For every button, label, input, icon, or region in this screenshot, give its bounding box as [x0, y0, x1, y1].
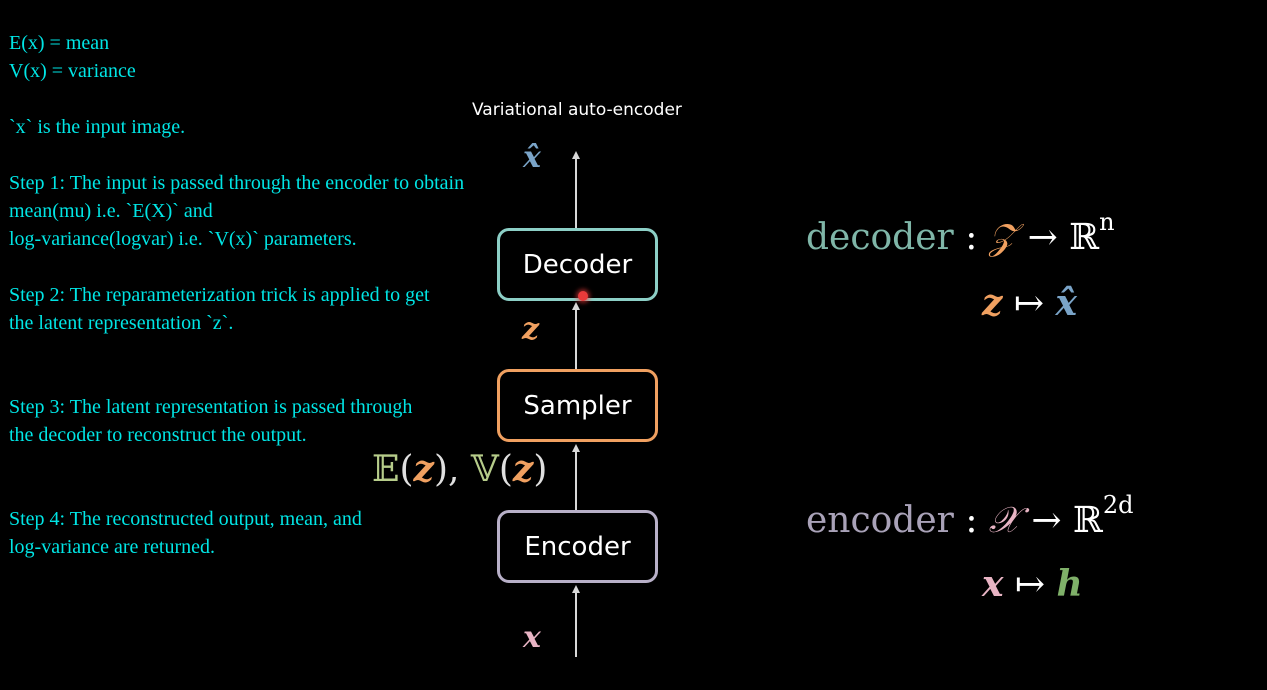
note-step1-line1: Step 1: The input is passed through the …: [9, 172, 465, 194]
stats-z: z: [413, 448, 434, 490]
arrowhead-encoder-to-sampler: [572, 444, 580, 452]
output-symbol: x̂: [523, 140, 541, 175]
note-step1-line2: mean(mu) i.e. `E(X)` and: [9, 200, 213, 222]
note-step2-line1: Step 2: The reparameterization trick is …: [9, 284, 430, 306]
arrowhead-decoder-to-output: [572, 151, 580, 159]
decoder-eq-exponent: n: [1099, 208, 1115, 236]
latent-symbol: z: [522, 312, 540, 347]
encoder-stats-label: 𝔼(z), 𝕍(z): [372, 448, 547, 490]
paren-close-comma: ),: [433, 449, 460, 490]
encoder-eq-exponent: 2d: [1102, 491, 1134, 519]
decoder-box: Decoder: [497, 228, 658, 301]
decoder-label: Decoder: [522, 249, 633, 280]
note-step4-line2: log-variance are returned.: [9, 536, 215, 558]
encoder-eq-codomain: ℝ: [1072, 500, 1103, 541]
input-symbol: x: [523, 620, 541, 655]
sampler-label: Sampler: [523, 390, 632, 421]
expectation-symbol: 𝔼: [372, 449, 400, 490]
decoder-eq-domain: 𝒵: [988, 217, 1017, 258]
encoder-map-from: x: [982, 563, 1004, 605]
encoder-eq-name: encoder: [806, 500, 954, 541]
stats-z: z: [512, 448, 534, 490]
variance-symbol: 𝕍: [470, 449, 499, 490]
encoder-eq-colon: :: [953, 500, 989, 541]
decoder-map-from: z: [982, 282, 1003, 324]
encoder-label: Encoder: [524, 531, 631, 562]
decoder-map-arrow: ↦: [1002, 283, 1056, 324]
note-step1-line3: log-variance(logvar) i.e. `V(x)` paramet…: [9, 228, 357, 250]
note-mean-definition: E(x) = mean: [9, 32, 110, 54]
arrowhead-sampler-to-decoder: [572, 302, 580, 310]
note-step3-line2: the decoder to reconstruct the output.: [9, 424, 307, 446]
decoder-equation: decoder : 𝒵 → ℝn: [806, 208, 1115, 259]
note-step2-line2: the latent representation `z`.: [9, 312, 234, 334]
note-variance-definition: V(x) = variance: [9, 60, 136, 82]
note-step3-line1: Step 3: The latent representation is pas…: [9, 396, 413, 418]
paren-open: (: [399, 449, 414, 490]
arrowhead-input-to-encoder: [572, 585, 580, 593]
notes-panel: E(x) = mean V(x) = variance `x` is the i…: [9, 29, 549, 561]
decoder-map-to: x̂: [1055, 282, 1077, 324]
paren-open: (: [498, 449, 513, 490]
pointer-cursor: [578, 291, 588, 301]
encoder-box: Encoder: [497, 510, 658, 583]
decoder-mapping: z ↦ x̂: [982, 282, 1077, 324]
decoder-eq-name: decoder: [806, 217, 954, 258]
decoder-eq-colon: :: [953, 217, 989, 258]
note-input-definition: `x` is the input image.: [9, 116, 186, 138]
encoder-eq-domain: 𝒳: [988, 500, 1020, 541]
encoder-mapping: x ↦ h: [982, 563, 1083, 605]
encoder-map-to: h: [1056, 563, 1083, 605]
encoder-equation: encoder : 𝒳 → ℝ2d: [806, 491, 1134, 542]
decoder-eq-arrow: →: [1016, 217, 1070, 258]
encoder-eq-arrow: →: [1019, 500, 1073, 541]
note-step4-line1: Step 4: The reconstructed output, mean, …: [9, 508, 362, 530]
decoder-eq-codomain: ℝ: [1069, 217, 1100, 258]
paren-close: ): [533, 449, 548, 490]
encoder-map-arrow: ↦: [1003, 564, 1057, 605]
diagram-title: Variational auto-encoder: [472, 100, 682, 120]
sampler-box: Sampler: [497, 369, 658, 442]
